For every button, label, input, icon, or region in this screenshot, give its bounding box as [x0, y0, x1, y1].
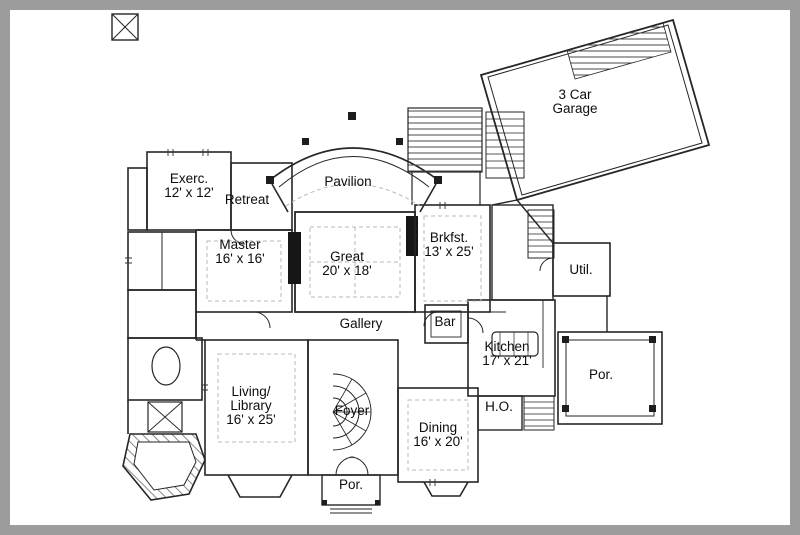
left-wing-walls [122, 151, 293, 501]
breakfast-walls [411, 172, 491, 313]
porch-right-posts [562, 336, 656, 412]
room-name: H.O. [485, 399, 513, 414]
room-dims: 16' x 25' [226, 412, 276, 427]
porch-bottom-posts [322, 500, 380, 505]
room-name: Gallery [339, 316, 383, 331]
room-name: Por. [338, 477, 364, 492]
ceiling-dashed-lines [206, 183, 482, 471]
deck-and-steps [407, 107, 525, 179]
room-label-retreat: Retreat [225, 193, 269, 207]
room-dims: 16' x 20' [413, 434, 463, 449]
room-label-porch-bottom: Por. [339, 478, 363, 492]
room-dims: 12' x 12' [164, 185, 214, 200]
room-label-great: Great 20' x 18' [322, 250, 371, 278]
room-name: Por. [588, 367, 614, 382]
room-dims: 17' x 21' [482, 353, 532, 368]
room-dims: 13' x 25' [424, 244, 474, 259]
room-name: Kitchen [484, 339, 530, 354]
room-name: Library [230, 398, 272, 413]
room-dims: 20' x 18' [322, 263, 372, 278]
service-area-walls [491, 199, 611, 332]
dining-ho-walls [397, 387, 555, 497]
foyer-stair [332, 373, 372, 451]
room-label-pavilion: Pavilion [324, 175, 371, 189]
room-name: Bar [434, 314, 456, 329]
room-name: Pavilion [324, 174, 372, 189]
room-label-breakfast: Brkfst. 13' x 25' [424, 231, 473, 259]
room-label-dining: Dining 16' x 20' [413, 421, 462, 449]
room-name: Foyer [334, 403, 370, 418]
room-label-porch-right: Por. [589, 368, 613, 382]
room-label-living-library: Living/ Library 16' x 25' [226, 385, 275, 427]
room-name: Master [219, 237, 261, 252]
porch-bottom-walls [321, 474, 381, 514]
room-name: Garage [552, 101, 598, 116]
room-name: Retreat [224, 192, 270, 207]
garage-apron-hatch [566, 22, 672, 80]
door-arcs [230, 229, 554, 476]
room-name: 3 Car [558, 87, 592, 102]
room-label-garage: 3 Car Garage [552, 88, 597, 116]
room-label-master: Master 16' x 16' [215, 238, 264, 266]
room-name: Exerc. [169, 171, 209, 186]
chimney-detail [111, 13, 139, 41]
porch-right-walls [557, 331, 663, 425]
room-label-exercise: Exerc. 12' x 12' [164, 172, 213, 200]
room-name: Living/ [231, 384, 271, 399]
room-label-kitchen: Kitchen 17' x 21' [482, 340, 531, 368]
room-label-utility: Util. [569, 263, 592, 277]
pavilion-columns [266, 112, 442, 184]
room-name: Util. [569, 262, 593, 277]
room-label-foyer: Foyer [335, 404, 370, 418]
garage-walls [479, 18, 711, 202]
room-label-home-office: H.O. [485, 400, 513, 414]
room-name: Brkfst. [429, 230, 469, 245]
room-label-bar: Bar [434, 315, 455, 329]
window-ticks [125, 149, 446, 486]
room-dims: 16' x 16' [215, 251, 265, 266]
room-name: Dining [418, 420, 458, 435]
room-label-gallery: Gallery [340, 317, 383, 331]
room-name: Great [330, 249, 364, 264]
